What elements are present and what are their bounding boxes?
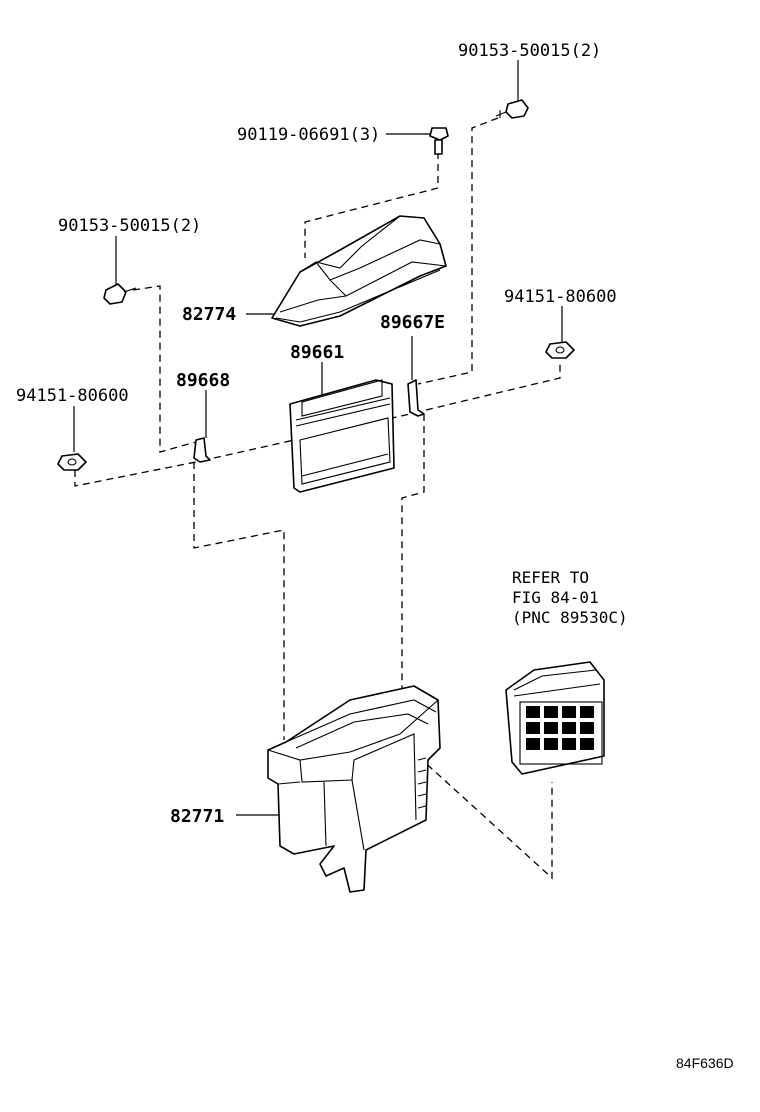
bolt-top-icon (429, 127, 449, 155)
nut-left-icon (57, 453, 87, 471)
refer-line-1: REFER TO (512, 568, 589, 587)
label-bolt-top: 90119-06691(3) (237, 125, 380, 145)
label-cover: 82774 (182, 304, 236, 325)
nut-right-icon (545, 341, 575, 359)
refer-line-2: FIG 84-01 (512, 588, 599, 607)
label-screw-left: 90153-50015(2) (58, 216, 201, 236)
label-nut-right: 94151-80600 (504, 287, 617, 307)
refer-to-note: REFER TO FIG 84-01 (PNC 89530C) (512, 568, 628, 627)
label-ecu: 89661 (290, 342, 344, 363)
ecu-box-icon (267, 685, 441, 893)
screw-left-icon (103, 283, 137, 305)
refer-line-3: (PNC 89530C) (512, 608, 628, 627)
label-bracket-right: 89667E (380, 312, 445, 333)
ecu-cover-icon (271, 215, 447, 327)
diagram-code: 84F636D (676, 1055, 734, 1071)
leader-lines (73, 60, 563, 816)
ecu-module-icon (289, 379, 395, 493)
bracket-left-icon (193, 437, 211, 463)
referenced-ecu-icon (505, 661, 605, 775)
screw-top-icon (495, 99, 529, 119)
label-screw-top: 90153-50015(2) (458, 41, 601, 61)
label-box: 82771 (170, 806, 224, 827)
label-bracket-left: 89668 (176, 370, 230, 391)
bracket-right-icon (407, 379, 425, 417)
connector-grid (526, 706, 594, 750)
label-nut-left: 94151-80600 (16, 386, 129, 406)
